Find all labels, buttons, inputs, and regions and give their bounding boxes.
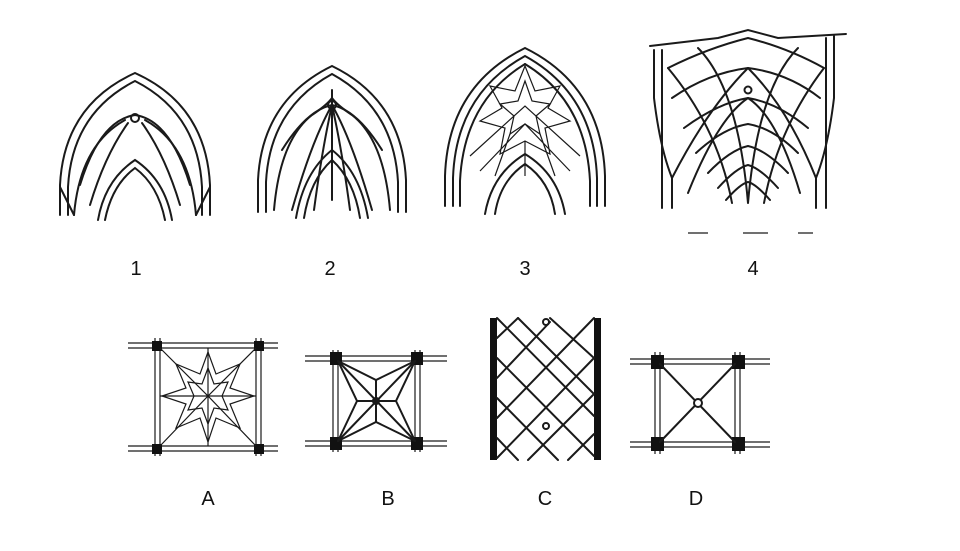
vault-plan-c-drawing: [490, 317, 601, 461]
vault-section-3-label: 3: [519, 258, 531, 280]
vault-section-2-drawing: [257, 64, 407, 219]
vault-section-4-label: 4: [747, 258, 759, 280]
vault-plan-a-drawing: [128, 338, 278, 456]
vault-plan-d-drawing: [630, 352, 770, 454]
vault-plan-d-label: D: [688, 488, 704, 510]
vault-plan-a-label: A: [201, 488, 215, 510]
vault-plan-c-label: C: [537, 488, 553, 510]
vault-section-4-drawing: [649, 28, 847, 234]
vault-section-2-label: 2: [324, 258, 336, 280]
vault-plan-b-label: B: [381, 488, 395, 510]
vault-plan-b-drawing: [305, 350, 447, 452]
vault-section-1-label: 1: [130, 258, 142, 280]
vault-section-1-drawing: [59, 71, 211, 221]
vault-section-3-drawing: [444, 46, 606, 215]
